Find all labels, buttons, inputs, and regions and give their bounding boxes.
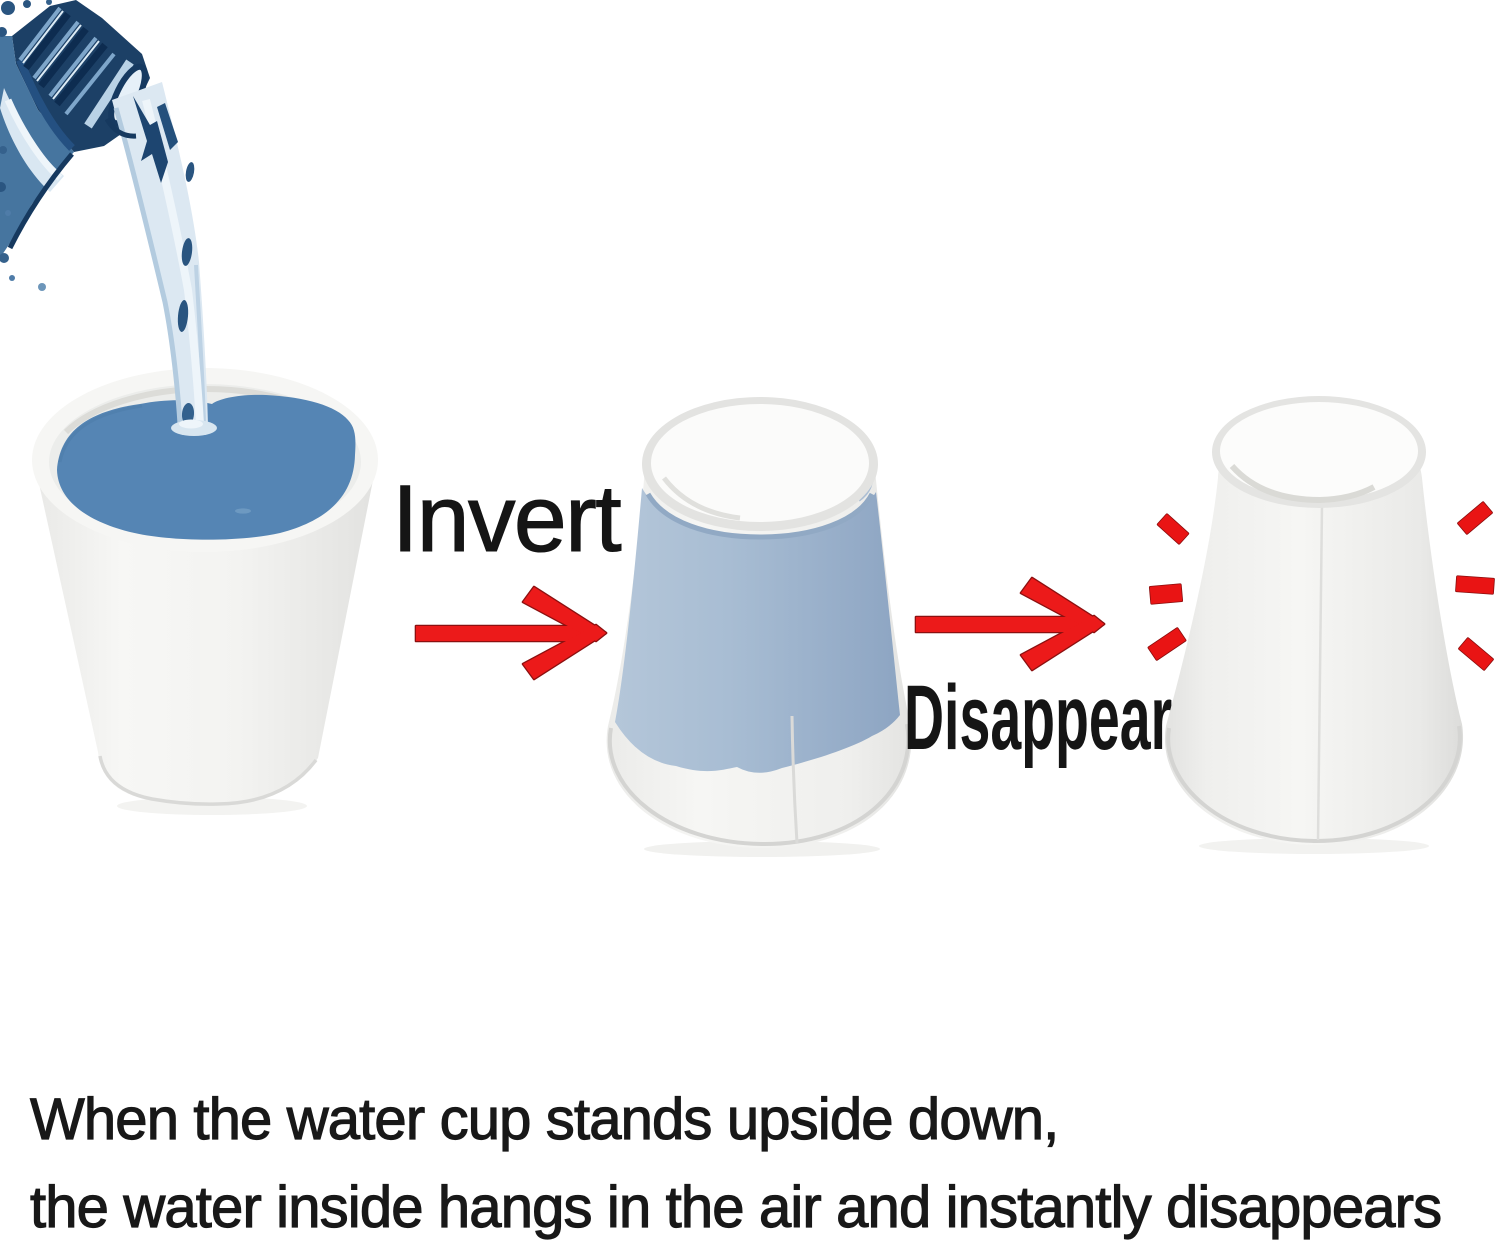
svg-text:When the water cup stands upsi: When the water cup stands upside down, bbox=[30, 1087, 1058, 1152]
svg-text:the water inside hangs in the: the water inside hangs in the air and in… bbox=[30, 1175, 1441, 1240]
svg-text:Invert: Invert bbox=[392, 466, 621, 572]
svg-text:Disappear: Disappear bbox=[904, 667, 1172, 770]
